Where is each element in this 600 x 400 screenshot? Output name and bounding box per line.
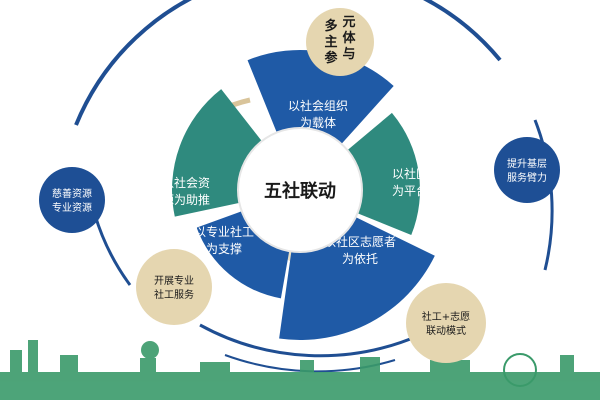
outer-ring-blue-left <box>93 214 132 286</box>
segment-resources <box>172 89 262 217</box>
bubble-label-professional-service: 社工服务 <box>154 288 194 301</box>
segment-label-community: 以社区 <box>392 166 428 181</box>
ferris-wheel <box>503 353 537 387</box>
segment-community <box>347 112 420 235</box>
segment-label-social-org: 以社会组织 <box>288 98 348 113</box>
segment-volunteer <box>279 217 435 340</box>
bubble-label-service-capacity: 服务臂力 <box>507 171 547 184</box>
city-skyline <box>0 340 600 400</box>
outer-ring-blue <box>74 0 502 126</box>
segment-label-social-worker: 以专业社工 <box>194 224 254 239</box>
bubble-label-linkage-mode: 社工+志愿 <box>422 310 470 323</box>
bubble-linkage-mode <box>406 283 486 363</box>
segment-label-resources: 以社会资 <box>162 175 210 190</box>
bubble-charity-resources <box>39 167 105 233</box>
bubble-label-charity-resources: 专业资源 <box>52 201 92 214</box>
segment-social-worker <box>196 211 290 299</box>
segment-label-resources: 源为助推 <box>162 193 210 207</box>
bubble-multi-party <box>306 8 374 76</box>
segment-social-org <box>247 50 394 144</box>
center-circle <box>237 127 363 253</box>
segment-label-social-org: 为载体 <box>300 116 336 130</box>
bubble-label-multi-party: 主 <box>324 34 337 50</box>
bubble-label-multi-party: 与 <box>342 47 355 62</box>
bubble-service-capacity <box>494 137 560 203</box>
outer-ring-blue-right <box>533 119 554 271</box>
bubble-label-linkage-mode: 联动模式 <box>426 324 466 337</box>
center-label: 五社联动 <box>264 180 336 202</box>
segment-label-volunteer: 为依托 <box>342 251 378 266</box>
outer-ring-bottom <box>199 323 421 358</box>
bubble-label-charity-resources: 慈善资源 <box>52 187 92 200</box>
bubble-label-service-capacity: 提升基层 <box>507 157 547 170</box>
bubble-professional-service <box>136 249 212 325</box>
segment-label-community: 为平台 <box>392 183 428 198</box>
bubble-label-multi-party: 元 <box>342 15 355 30</box>
segment-label-volunteer: 以社区志愿者 <box>324 234 396 249</box>
bubble-label-multi-party: 参 <box>324 50 338 66</box>
bubble-label-professional-service: 开展专业 <box>154 274 194 287</box>
bubble-label-multi-party: 多 <box>324 18 337 34</box>
bubble-label-multi-party: 体 <box>342 30 356 46</box>
segment-label-social-worker: 为支撑 <box>206 241 242 256</box>
